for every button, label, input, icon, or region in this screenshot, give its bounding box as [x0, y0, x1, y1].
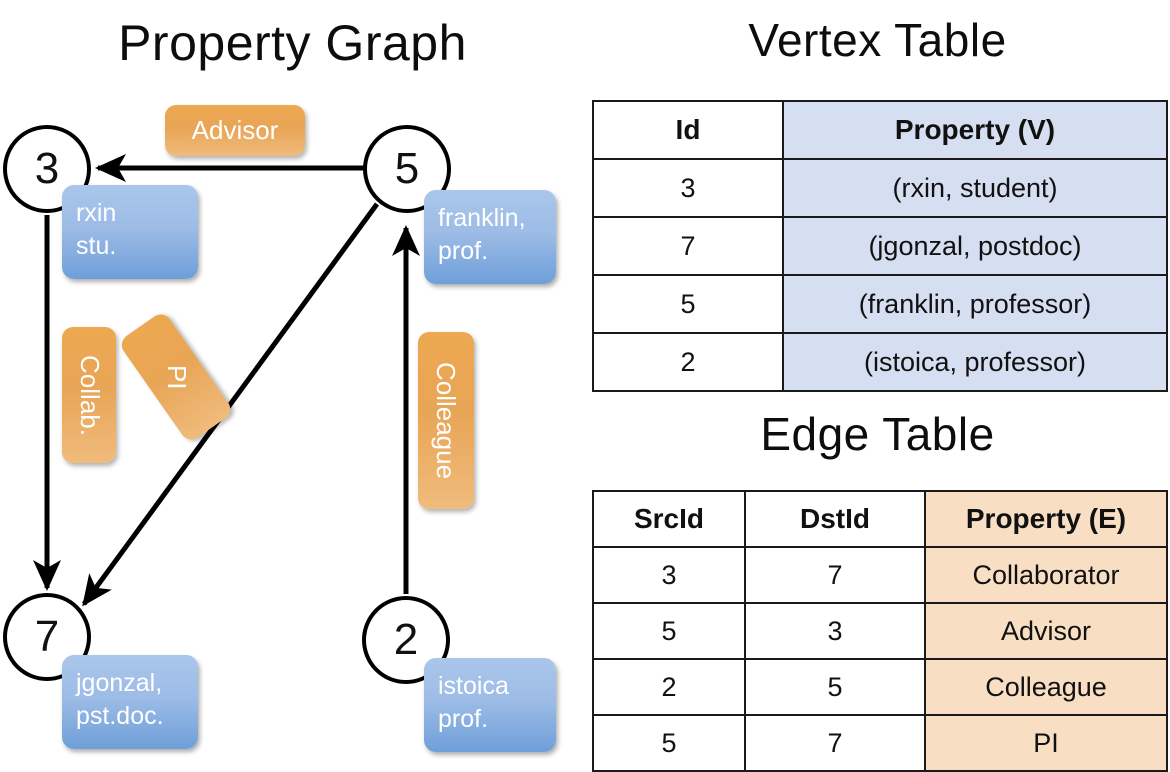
- edge-row-1-property: Advisor: [924, 602, 1168, 660]
- edge-table: SrcId DstId Property (E) 3 7 Collaborato…: [592, 490, 1168, 772]
- graph-node-7-label: 7: [34, 612, 60, 661]
- edge-table-col-property: Property (E): [924, 490, 1168, 548]
- edge-row-2-dst: 5: [744, 658, 926, 716]
- vertex-row-3-property: (istoica, professor): [782, 332, 1168, 392]
- edge-table-title: Edge Table: [760, 408, 995, 460]
- vertex-row-0-id: 3: [592, 158, 784, 218]
- edge-table-row[interactable]: 2 5 Colleague: [592, 658, 1168, 716]
- edge-row-1-dst: 3: [744, 602, 926, 660]
- edge-table-row[interactable]: 5 7 PI: [592, 714, 1168, 772]
- edge-row-3-property: PI: [924, 714, 1168, 772]
- edge-label-collab: Collab.: [62, 327, 116, 463]
- callout-vertex-5-line2: prof.: [438, 237, 489, 265]
- edge-label-collab-text: Collab.: [74, 354, 105, 436]
- vertex-table-header-row: Id Property (V): [592, 100, 1168, 160]
- callout-vertex-3-line2: stu.: [76, 232, 117, 260]
- callout-vertex-2-line2: prof.: [438, 705, 489, 733]
- edge-row-2-property: Colleague: [924, 658, 1168, 716]
- graph-edges-layer: [32, 153, 421, 607]
- edge-label-advisor: Advisor: [165, 105, 305, 156]
- edge-label-colleague-text: Colleague: [431, 361, 462, 480]
- edge-table-row[interactable]: 3 7 Collaborator: [592, 546, 1168, 604]
- callout-vertex-7-line2: pst.doc.: [76, 702, 164, 730]
- vertex-row-1-property: (jgonzal, postdoc): [782, 216, 1168, 276]
- vertex-table-col-id: Id: [592, 100, 784, 160]
- edge-label-colleague: Colleague: [418, 332, 474, 509]
- callout-vertex-5: franklin, prof.: [424, 190, 556, 284]
- vertex-row-2-property: (franklin, professor): [782, 274, 1168, 334]
- vertex-row-0-property: (rxin, student): [782, 158, 1168, 218]
- graph-node-2[interactable]: 2: [362, 596, 450, 684]
- edge-5-to-7: [81, 202, 380, 607]
- vertex-table-col-property: Property (V): [782, 100, 1168, 160]
- callout-vertex-2: istoica prof.: [424, 658, 556, 752]
- callout-vertex-7: jgonzal, pst.doc.: [62, 655, 198, 749]
- edge-label-advisor-text: Advisor: [191, 115, 279, 145]
- callout-vertex-3-line1: rxin: [76, 199, 117, 227]
- vertex-table-row[interactable]: 7 (jgonzal, postdoc): [592, 216, 1168, 276]
- vertex-table-title: Vertex Table: [748, 14, 1007, 66]
- edge-row-0-dst: 7: [744, 546, 926, 604]
- vertex-table-row[interactable]: 5 (franklin, professor): [592, 274, 1168, 334]
- graph-node-3-label: 3: [34, 144, 60, 193]
- vertex-row-3-id: 2: [592, 332, 784, 392]
- edge-row-1-src: 5: [592, 602, 746, 660]
- vertex-table-row[interactable]: 2 (istoica, professor): [592, 332, 1168, 392]
- edge-label-pi-text: PI: [161, 364, 192, 390]
- property-graph-title: Property Graph: [118, 15, 467, 71]
- graph-node-5[interactable]: 5: [363, 125, 451, 213]
- edge-row-3-src: 5: [592, 714, 746, 772]
- edge-table-header-row: SrcId DstId Property (E): [592, 490, 1168, 548]
- graph-node-5-label: 5: [394, 144, 420, 193]
- property-graph-panel: Property Graph 3 5 7: [0, 0, 585, 760]
- edge-row-2-src: 2: [592, 658, 746, 716]
- edge-table-row[interactable]: 5 3 Advisor: [592, 602, 1168, 660]
- edge-table-col-srcid: SrcId: [592, 490, 746, 548]
- edge-row-0-src: 3: [592, 546, 746, 604]
- callout-vertex-2-line1: istoica: [438, 672, 509, 700]
- vertex-row-1-id: 7: [592, 216, 784, 276]
- edge-row-0-property: Collaborator: [924, 546, 1168, 604]
- callout-vertex-5-line1: franklin,: [438, 204, 526, 232]
- callout-vertex-7-line1: jgonzal,: [76, 669, 163, 697]
- vertex-row-2-id: 5: [592, 274, 784, 334]
- vertex-table-row[interactable]: 3 (rxin, student): [592, 158, 1168, 218]
- graph-node-2-label: 2: [393, 615, 419, 664]
- edge-table-col-dstid: DstId: [744, 490, 926, 548]
- vertex-table: Id Property (V) 3 (rxin, student) 7 (jgo…: [592, 100, 1168, 392]
- edge-row-3-dst: 7: [744, 714, 926, 772]
- callout-vertex-3: rxin stu.: [62, 185, 198, 279]
